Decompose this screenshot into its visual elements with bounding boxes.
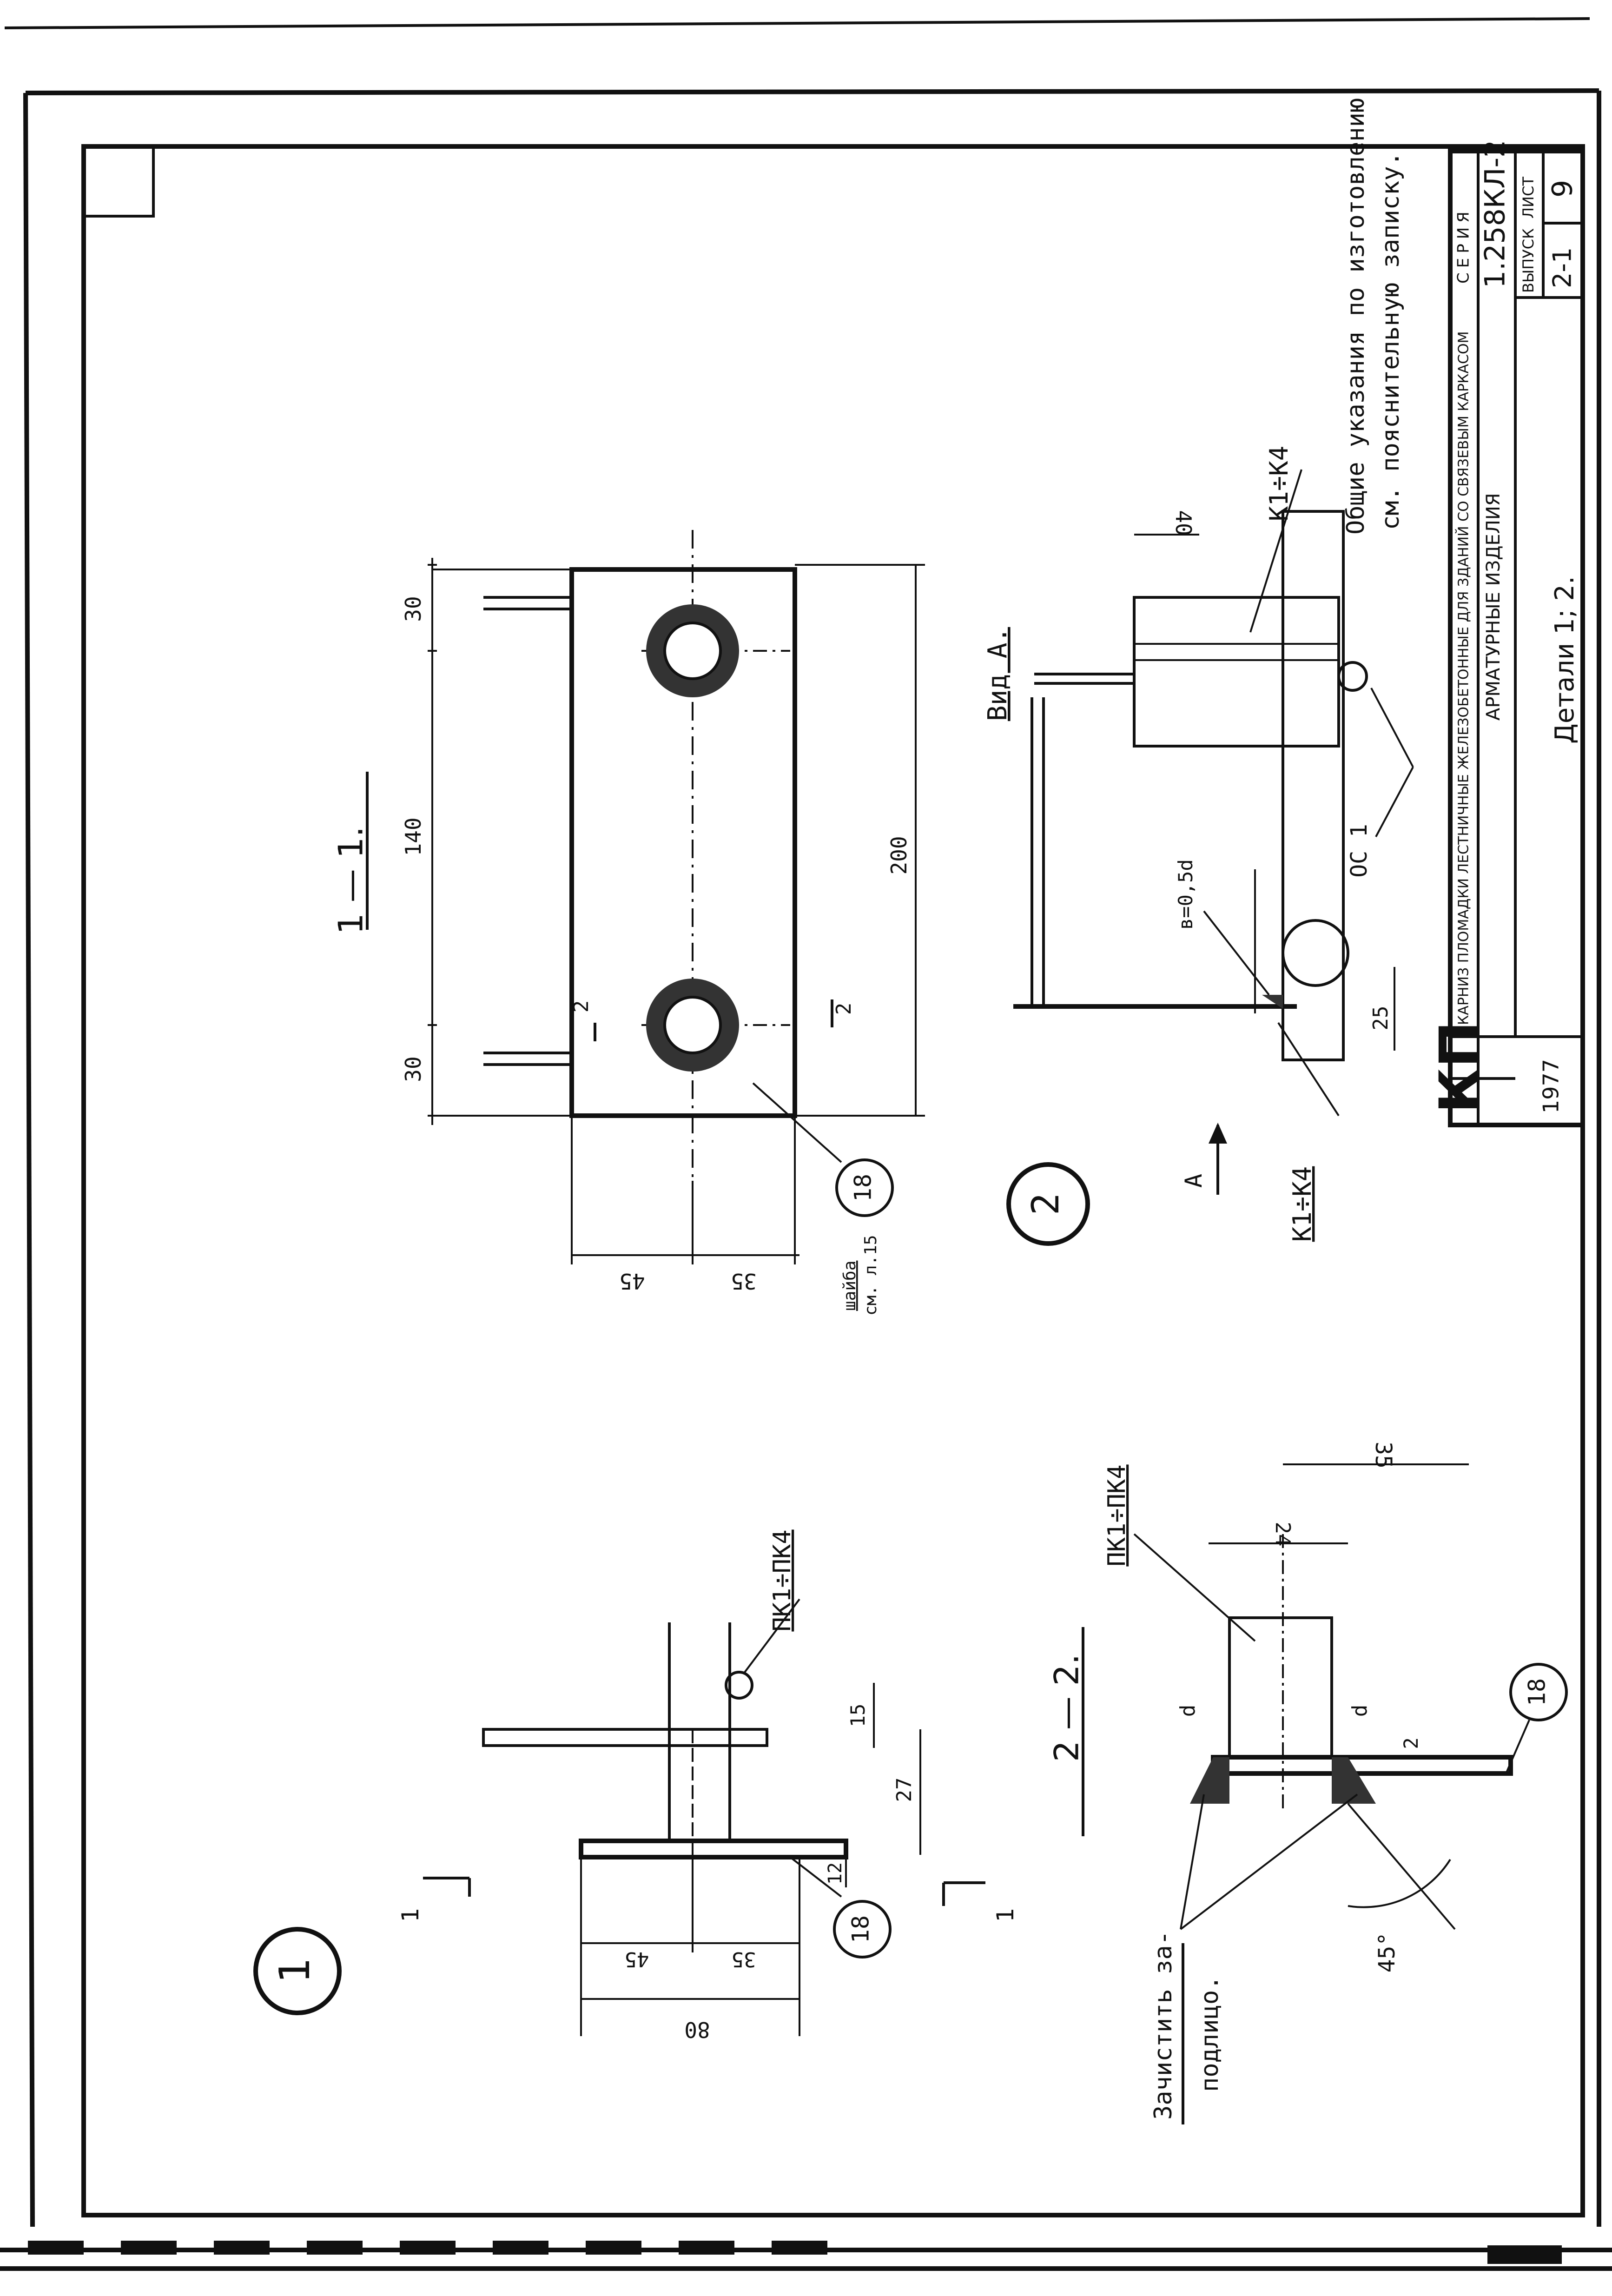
washer-note-line2: см. л.15 xyxy=(861,1235,880,1316)
tb-series-label: СЕРИЯ xyxy=(1454,207,1473,284)
detail-1-circle xyxy=(253,1927,342,2015)
detail-2-number: 2 xyxy=(1024,1193,1067,1215)
section-2-2-title: 2 — 2. xyxy=(1047,1654,1086,1762)
detail-1: 1 ПК1÷ПК4 15 27 12 45 35 80 18 xyxy=(253,1529,1019,2042)
detail-2-kt-bottom: К1÷К4 xyxy=(1288,1166,1317,1242)
detail-2-os-label: ОС 1 xyxy=(1346,824,1372,878)
detail-1-cut-left: 1 xyxy=(397,1908,424,1922)
detail-1-dim-27: 27 xyxy=(892,1778,916,1802)
s11-dim-30-bottom: 30 xyxy=(401,1056,426,1082)
detail-1-dim-12: 12 xyxy=(825,1862,846,1885)
s22-dim-35: 35 xyxy=(1370,1442,1396,1469)
s22-note-line2: подлицо. xyxy=(1196,1976,1224,2092)
washer-note-line1: шайба xyxy=(840,1261,859,1311)
s11-dim-140: 140 xyxy=(401,817,426,856)
note-line2: см. пояснительную записку. xyxy=(1377,152,1405,530)
tb-year: 1977 xyxy=(1539,1059,1564,1113)
tb-series-value: 1.258КЛ-2 xyxy=(1479,140,1512,288)
s11-dim-45: 45 xyxy=(619,1269,645,1294)
detail-1-callout-circle xyxy=(833,1900,892,1959)
section-2-2: 2 — 2. ПК1÷ПК4 24 35 d d 2 45° 18 xyxy=(1047,1442,1568,2124)
detail-1-pk-label: ПК1÷ПК4 xyxy=(768,1529,796,1631)
tb-logo: КП xyxy=(1428,1021,1493,1113)
detail-1-cut-right: 1 xyxy=(992,1908,1019,1922)
tb-issue-value: 2-1 xyxy=(1548,247,1577,288)
s22-dim-24: 24 xyxy=(1271,1522,1295,1547)
s11-dim-30-top: 30 xyxy=(401,596,426,622)
section-1-1-title: 1 — 1. xyxy=(331,827,370,934)
s22-pk-label: ПК1÷ПК4 xyxy=(1103,1464,1131,1566)
detail-1-dim-80: 80 xyxy=(684,2017,710,2042)
general-notes: Общие указания по изготовлению см. поясн… xyxy=(1342,98,1405,535)
tb-issue-label: ВЫПУСК xyxy=(1520,228,1537,293)
detail-2-circle xyxy=(1006,1162,1090,1246)
tb-sheet-label: ЛИСТ xyxy=(1520,177,1537,218)
s22-callout-circle xyxy=(1509,1663,1568,1721)
tb-sheet-title: Детали 1; 2. xyxy=(1550,576,1580,744)
note-line1: Общие указания по изготовлению xyxy=(1342,98,1370,535)
s22-dim-d-right: d xyxy=(1348,1705,1372,1717)
tb-sheet-value: 9 xyxy=(1546,180,1579,198)
s22-angle: 45° xyxy=(1374,1932,1400,1973)
s22-callout: 18 xyxy=(1524,1678,1551,1706)
detail-2-kt-top: К1÷К4 xyxy=(1264,446,1294,522)
s11-cut-mark-right: 2 xyxy=(832,1003,856,1015)
detail-2-weld-note: в=0,5d xyxy=(1174,859,1197,930)
detail-1-dim-45: 45 xyxy=(625,1947,649,1971)
s11-cut-mark-left: 2 xyxy=(569,1000,593,1013)
detail-2-arrow-label: А xyxy=(1180,1174,1207,1188)
s22-dim-d-left: d xyxy=(1176,1705,1200,1717)
detail-2: 2 А 25 в=0,5d ОС 1 К1÷К4 Вид А. xyxy=(983,446,1414,1246)
detail-1-number: 1 xyxy=(271,1959,319,1984)
plate-outline xyxy=(569,567,797,1118)
title-block: КП КАРНИЗ ПЛОМАДКИ ЛЕСТНИЧНЫЕ ЖЕЛЕЗОБЕТО… xyxy=(1428,140,1585,1127)
tb-title-line2: АРМАТУРНЫЕ ИЗДЕЛИЯ xyxy=(1483,493,1504,721)
s22-dim-2: 2 xyxy=(1400,1737,1422,1749)
detail-1-dim-35: 35 xyxy=(732,1947,756,1971)
s11-callout: 18 xyxy=(850,1174,877,1202)
detail-2-dim-25: 25 xyxy=(1369,1006,1393,1031)
s11-dim-200: 200 xyxy=(886,836,912,874)
s11-dim-35: 35 xyxy=(731,1269,756,1294)
detail-2-view-label: Вид А. xyxy=(983,627,1013,721)
film-strip xyxy=(0,2241,1612,2271)
s22-note-line1: Зачистить за- xyxy=(1150,1931,1177,2120)
detail-2-dim-40: 40 xyxy=(1171,510,1196,536)
section-1-1: 1 — 1. 30 140 30 200 xyxy=(331,530,925,1316)
weld-left xyxy=(1190,1757,1229,1804)
detail-2-rod xyxy=(1282,919,1349,987)
tb-title-line1: КАРНИЗ ПЛОМАДКИ ЛЕСТНИЧНЫЕ ЖЕЛЕЗОБЕТОННЫ… xyxy=(1455,331,1472,1025)
detail-1-callout: 18 xyxy=(847,1915,874,1943)
weld-right xyxy=(1332,1757,1376,1804)
s11-callout-circle xyxy=(835,1158,894,1217)
detail-1-dim-15: 15 xyxy=(846,1704,869,1727)
sheet-border xyxy=(4,17,1601,2227)
